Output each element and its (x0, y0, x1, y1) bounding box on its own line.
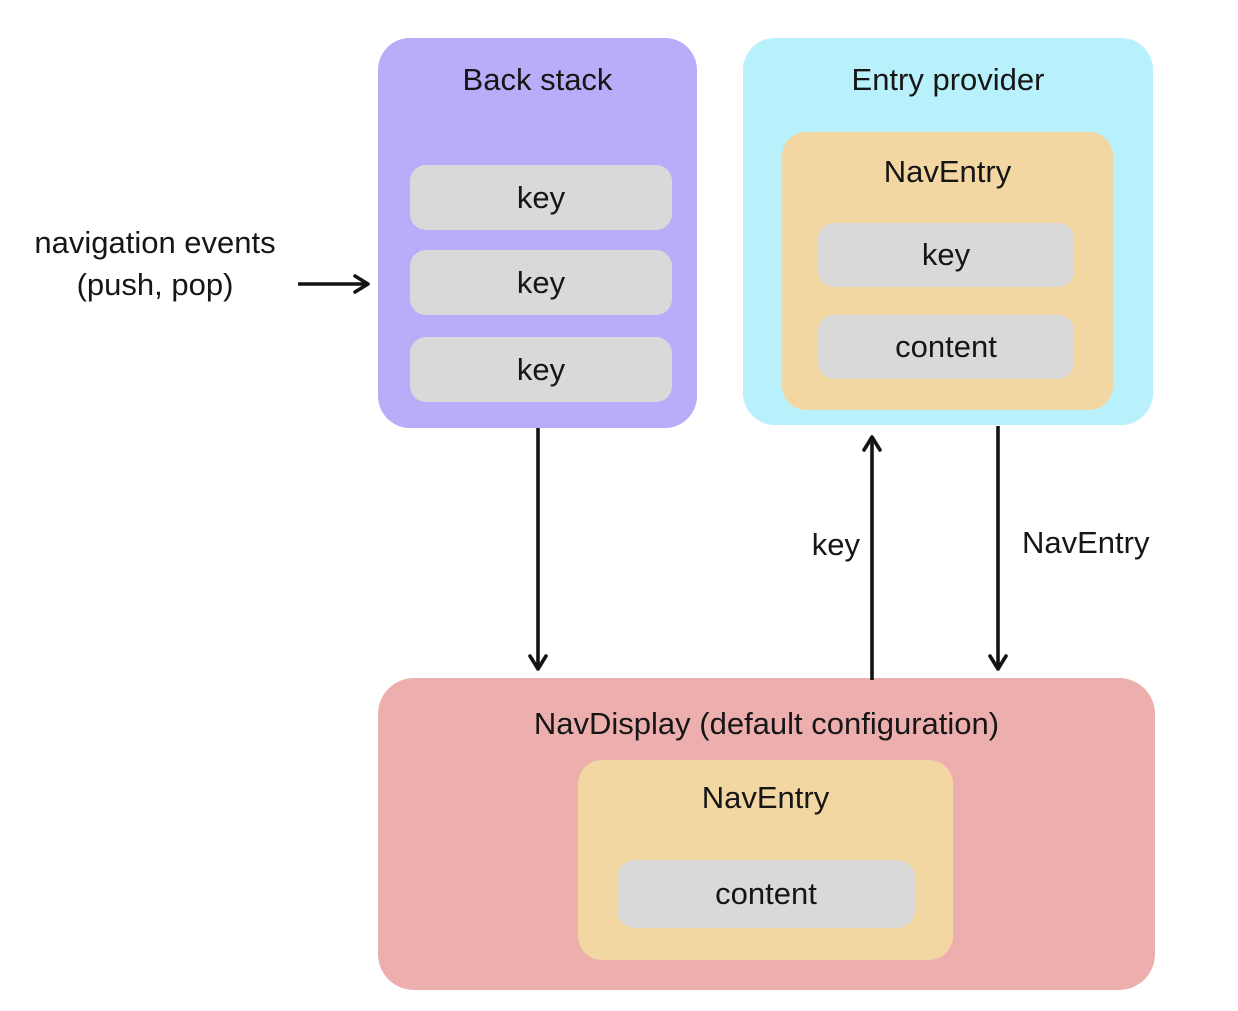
nav-display-box: NavDisplay (default configuration) NavEn… (378, 678, 1155, 990)
nav-entry-content-pill: content (617, 860, 915, 928)
entry-provider-title: Entry provider (851, 62, 1045, 97)
nav-entry-title: NavEntry (701, 780, 830, 815)
nav-display-nav-entry-box: NavEntry content (578, 760, 953, 960)
back-stack-key-pill: key (410, 165, 672, 230)
edge-label-key: key (811, 527, 860, 562)
back-stack-box: Back stack key key key (378, 38, 697, 428)
nav-entry-content-pill: content (818, 315, 1074, 379)
annotation-line-1: navigation events (34, 225, 276, 260)
entry-provider-nav-entry-box: NavEntry key content (782, 132, 1113, 410)
entry-provider-box: Entry provider NavEntry key content (743, 38, 1153, 425)
edge-label-naventry: NavEntry (1022, 525, 1150, 560)
back-stack-key-pill: key (410, 337, 672, 402)
back-stack-title: Back stack (462, 62, 613, 97)
annotation-line-2: (push, pop) (76, 267, 234, 302)
back-stack-key-pill: key (410, 250, 672, 315)
nav-entry-key-pill: key (818, 223, 1074, 287)
nav-entry-title: NavEntry (883, 154, 1012, 189)
nav-display-title: NavDisplay (default configuration) (533, 706, 1000, 741)
navigation-events-annotation: navigation events (push, pop) (2, 222, 308, 306)
